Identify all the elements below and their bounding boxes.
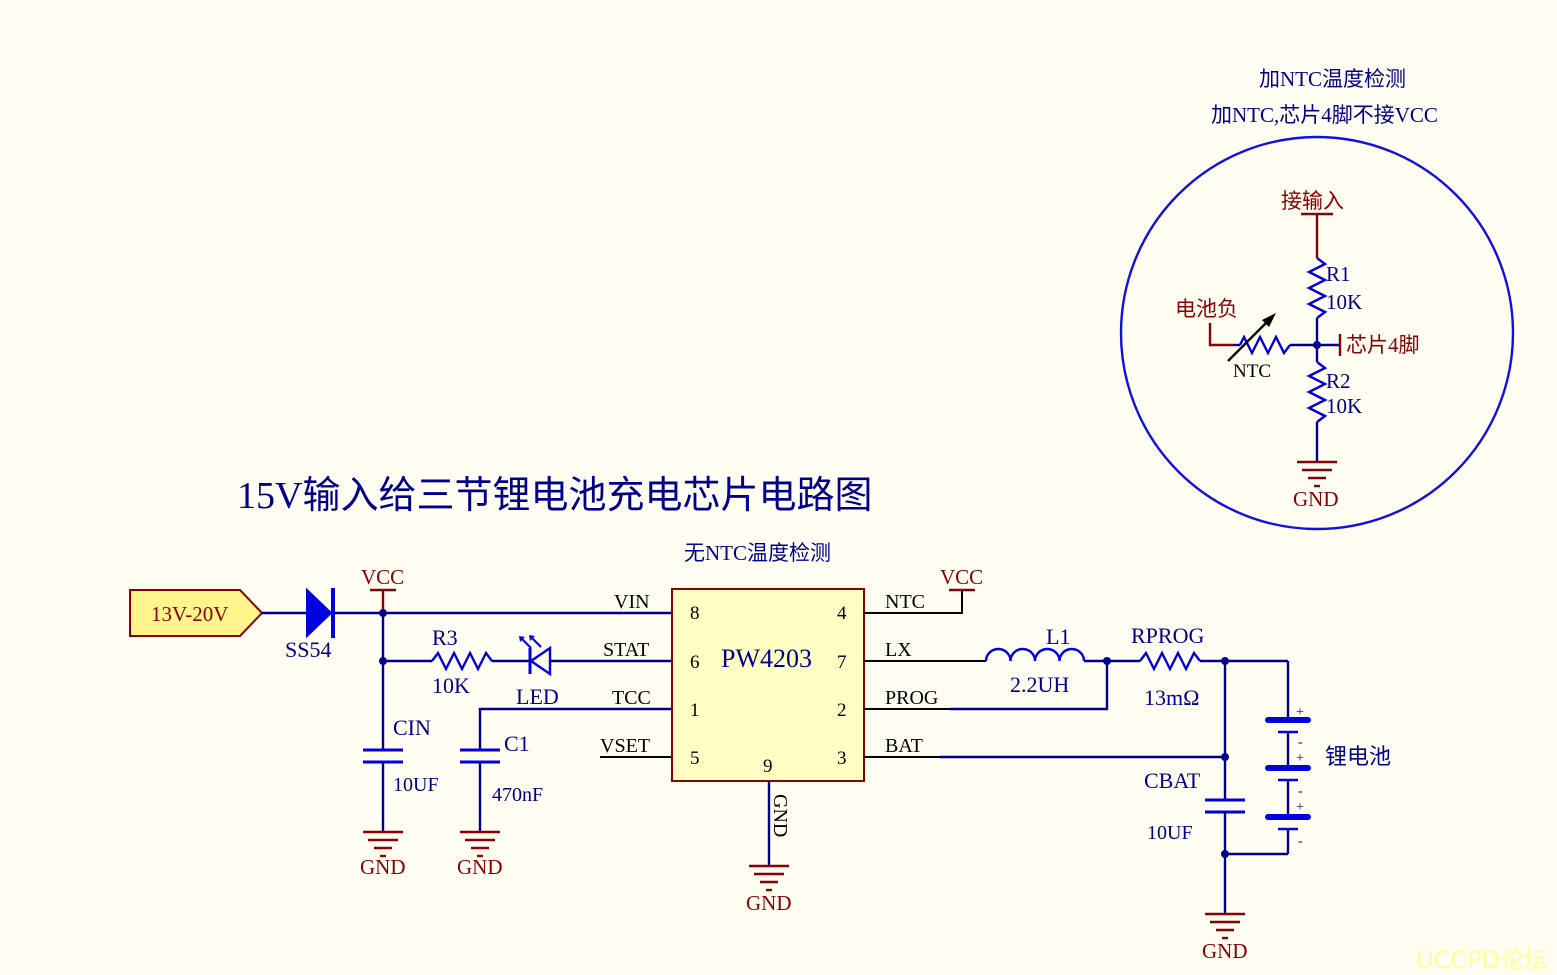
gnd-symbol-bat: GND <box>1202 912 1248 963</box>
rprog-value: 13mΩ <box>1144 685 1199 710</box>
pin-num-1: 1 <box>690 700 700 721</box>
led-ref: LED <box>516 684 559 709</box>
vcc-label-ntc: VCC <box>940 565 983 589</box>
pin-label-tcc: TCC <box>612 687 651 709</box>
ntc-battery-neg-label: 电池负 <box>1175 297 1238 321</box>
c1-ref: C1 <box>504 731 530 756</box>
l1-ref: L1 <box>1046 624 1070 649</box>
battery-minus-3: - <box>1298 834 1303 849</box>
chip-name: PW4203 <box>721 644 812 673</box>
pin-num-3: 3 <box>837 748 847 769</box>
vcc-label-input: VCC <box>361 565 404 589</box>
r3-ref: R3 <box>432 625 458 650</box>
input-port-label: 13V-20V <box>151 602 228 626</box>
ntc-inset-title-line2: 加NTC,芯片4脚不接VCC <box>1211 103 1438 127</box>
l1-value: 2.2UH <box>1010 672 1069 697</box>
led: LED <box>516 635 559 709</box>
c1-value: 470nF <box>492 784 543 806</box>
pin-num-5: 5 <box>690 748 700 769</box>
pin-label-stat: STAT <box>603 639 649 661</box>
chip-pw4203: PW4203 VIN 8 STAT 6 TCC 1 VSET 5 NTC 4 L… <box>600 588 938 837</box>
pin-num-4: 4 <box>837 603 847 624</box>
pin-num-9: 9 <box>763 756 773 777</box>
ntc-r2-ref: R2 <box>1326 369 1351 393</box>
battery-plus-3: + <box>1296 800 1304 815</box>
ntc-label: NTC <box>1233 361 1271 382</box>
gnd-label-chip: GND <box>746 891 792 915</box>
cin-value: 10UF <box>393 774 439 796</box>
junction-dot <box>1221 753 1229 761</box>
inductor-l1: L1 2.2UH <box>984 624 1086 697</box>
gnd-label-bat: GND <box>1202 939 1248 963</box>
pin-label-gnd: GND <box>769 794 791 837</box>
battery-plus-2: + <box>1296 751 1304 766</box>
gnd-label-cin: GND <box>360 855 406 879</box>
ntc-gnd-label: GND <box>1293 487 1339 511</box>
ntc-r1-value: 10K <box>1326 290 1362 314</box>
battery-minus-1: - <box>1298 735 1303 750</box>
ntc-inset: 加NTC温度检测 加NTC,芯片4脚不接VCC 接输入 R1 10K 芯片4脚 … <box>1119 67 1515 531</box>
gnd-label-c1: GND <box>457 855 503 879</box>
pin-num-2: 2 <box>837 700 847 721</box>
r3-value: 10K <box>432 673 470 698</box>
pin-label-prog: PROG <box>885 687 938 709</box>
ntc-inset-circle <box>1119 135 1515 531</box>
diagram-subtitle: 无NTC温度检测 <box>684 541 831 565</box>
ntc-pin4-net-label: 芯片4脚 <box>1346 333 1420 357</box>
gnd-symbol-cin: GND <box>360 830 406 879</box>
pin-num-7: 7 <box>837 652 847 673</box>
battery-plus-1: + <box>1296 705 1304 720</box>
resistor-r3: R3 10K <box>431 625 493 698</box>
cbat-value: 10UF <box>1147 822 1193 844</box>
cin-ref: CIN <box>393 715 431 740</box>
diode-ss54: SS54 <box>285 587 335 662</box>
ntc-top-net-label: 接输入 <box>1281 189 1344 213</box>
resistor-rprog: RPROG 13mΩ <box>1131 623 1204 710</box>
ntc-r1-ref: R1 <box>1326 262 1351 286</box>
gnd-symbol-c1: GND <box>457 830 503 879</box>
battery-minus-2: - <box>1298 784 1303 799</box>
vcc-symbol-ntc: VCC <box>940 565 983 592</box>
cbat-ref: CBAT <box>1144 768 1201 793</box>
pin-label-vset: VSET <box>600 735 650 757</box>
battery-stack: + - + - + - 锂电池 <box>1265 661 1391 854</box>
capacitor-cin: CIN 10UF <box>363 715 439 796</box>
pin-label-vin: VIN <box>614 591 650 613</box>
battery-label: 锂电池 <box>1325 744 1391 769</box>
pin-num-8: 8 <box>690 603 700 624</box>
ntc-inset-title-line1: 加NTC温度检测 <box>1259 67 1406 91</box>
diagram-title: 15V输入给三节锂电池充电芯片电路图 <box>237 475 872 517</box>
capacitor-c1: C1 470nF <box>460 731 543 806</box>
capacitor-cbat: CBAT 10UF <box>1144 768 1245 844</box>
diode-ref: SS54 <box>285 637 331 662</box>
pin-label-ntc: NTC <box>885 591 925 613</box>
pin-label-lx: LX <box>885 639 912 661</box>
gnd-symbol-chip: GND <box>746 864 792 915</box>
rprog-ref: RPROG <box>1131 623 1204 648</box>
ntc-r2-value: 10K <box>1326 394 1362 418</box>
pin-num-6: 6 <box>690 652 700 673</box>
watermark: UCCPD论坛 <box>1416 946 1548 974</box>
pin-label-bat: BAT <box>885 735 923 757</box>
input-port: 13V-20V <box>129 589 264 637</box>
vcc-symbol-input: VCC <box>361 565 404 613</box>
